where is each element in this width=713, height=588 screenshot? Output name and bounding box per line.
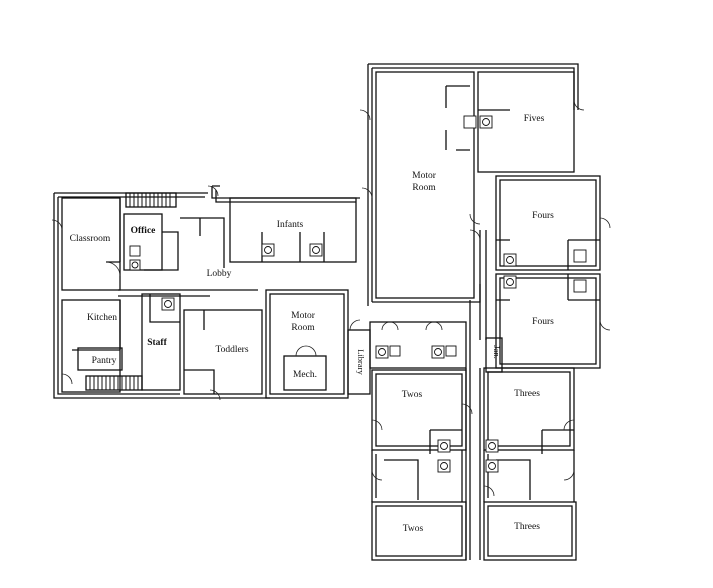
threes-upper-label: Threes bbox=[514, 389, 540, 399]
mech-label: Mech. bbox=[293, 370, 317, 380]
small-motor-room bbox=[265, 289, 349, 399]
toddlers-room bbox=[183, 309, 263, 395]
south-wing bbox=[369, 300, 577, 561]
fours-lower-label: Fours bbox=[532, 317, 554, 327]
twos-lower-label: Twos bbox=[403, 524, 424, 534]
threes-lower-label: Threes bbox=[514, 522, 540, 532]
staff-label: Staff bbox=[147, 338, 167, 348]
lobby-label: Lobby bbox=[207, 269, 232, 279]
infants-room bbox=[229, 197, 357, 263]
fives-room bbox=[477, 71, 575, 173]
staff-room bbox=[141, 293, 181, 391]
library-label: Library bbox=[356, 349, 366, 375]
north-east-wing bbox=[359, 63, 611, 373]
mech-room bbox=[283, 355, 327, 391]
office-label: Office bbox=[131, 226, 156, 236]
large-motor-room bbox=[375, 71, 475, 299]
west-wing bbox=[51, 185, 371, 401]
kitchen-label: Kitchen bbox=[87, 313, 117, 323]
large-motor-room-label-2: Room bbox=[412, 183, 436, 193]
small-motor-room-label-2: Room bbox=[291, 323, 315, 333]
threes-lower-room bbox=[483, 501, 577, 561]
jan-label: Jan. bbox=[492, 345, 502, 358]
twos-upper-label: Twos bbox=[402, 390, 423, 400]
pantry-label: Pantry bbox=[92, 356, 117, 366]
twos-upper-room bbox=[371, 369, 467, 451]
fours-upper-room bbox=[495, 175, 601, 271]
fives-label: Fives bbox=[524, 114, 545, 124]
threes-upper-room bbox=[483, 367, 575, 451]
stair-south bbox=[85, 375, 143, 391]
classroom-label: Classroom bbox=[70, 234, 111, 244]
pantry-room bbox=[77, 347, 123, 371]
small-motor-room-label-1: Motor bbox=[291, 311, 316, 321]
classroom-room bbox=[61, 197, 121, 291]
large-motor-room-label-1: Motor bbox=[412, 171, 437, 181]
office-room bbox=[123, 213, 163, 271]
fours-upper-label: Fours bbox=[532, 211, 554, 221]
infants-label: Infants bbox=[277, 219, 304, 230]
toddlers-label: Toddlers bbox=[215, 345, 248, 355]
stair-north bbox=[125, 192, 177, 208]
